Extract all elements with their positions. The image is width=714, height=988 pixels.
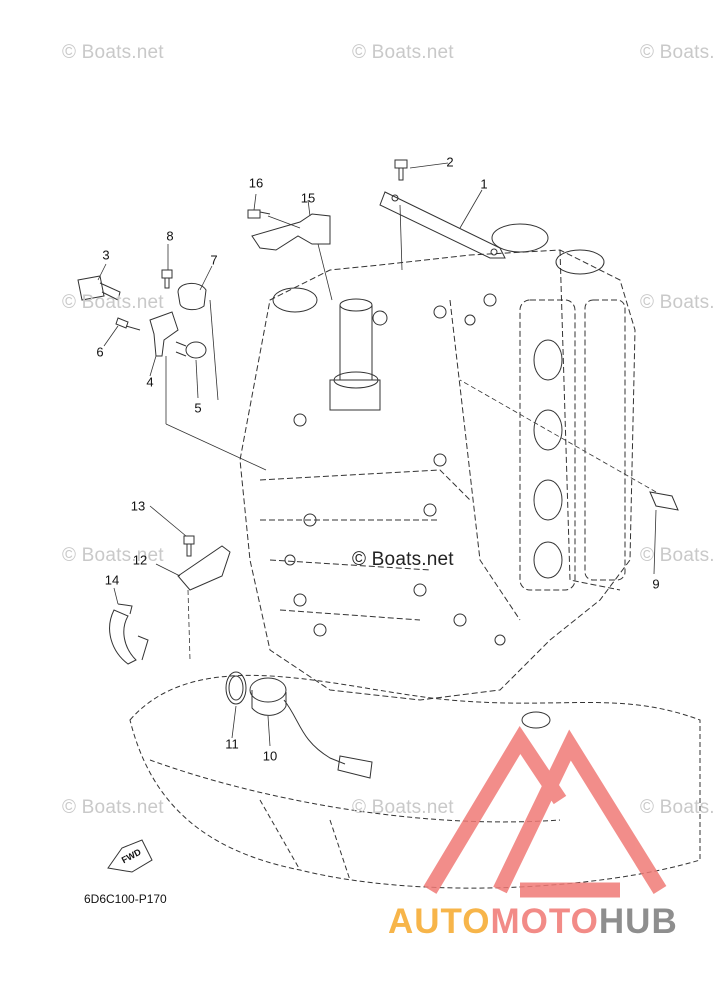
watermark: © Boats.net: [352, 797, 454, 818]
watermark: © Boats.net: [352, 42, 454, 63]
part-10-housing: [249, 677, 287, 703]
part-14-clip: [109, 609, 137, 665]
watermark: © Boats.net: [640, 42, 714, 63]
callout-10: 10: [262, 748, 278, 764]
bottom-cowling: [129, 674, 701, 889]
callout-5: 5: [194, 400, 202, 416]
callout-12: 12: [132, 552, 148, 568]
part-8-bolt: [161, 269, 173, 289]
fwd-arrow: [107, 839, 153, 873]
watermark: © Boats.net: [62, 545, 164, 566]
watermark-center: © Boats.net: [352, 549, 454, 570]
watermark: © Boats.net: [62, 797, 164, 818]
part-16-bolt: [247, 209, 271, 219]
diagram-code: 6D6C100-P170: [84, 892, 167, 906]
callout-15: 15: [300, 190, 316, 206]
callout-14: 14: [104, 572, 120, 588]
part-6-bolt: [115, 317, 141, 331]
automotohub-logo-mark: [423, 725, 667, 898]
part-13-bolt: [183, 535, 195, 557]
brand-auto: AUTO: [388, 902, 491, 941]
callout-11: 11: [225, 736, 239, 752]
callout-3: 3: [102, 247, 110, 263]
callout-16: 16: [248, 175, 264, 191]
part-12-holder: [177, 545, 231, 591]
brand-moto: MOTO: [490, 902, 599, 941]
part-3-sensor: [77, 275, 121, 301]
callout-7: 7: [210, 252, 218, 268]
watermark: © Boats.net: [640, 545, 714, 566]
part-4-bracket: [149, 311, 179, 357]
automotohub-logo: AUTOMOTOHUB: [388, 902, 678, 942]
watermark: © Boats.net: [62, 42, 164, 63]
part-5-grommet: [185, 341, 207, 359]
callout-1: 1: [480, 176, 488, 192]
callout-2: 2: [446, 154, 454, 170]
brand-hub: HUB: [598, 902, 678, 941]
callout-4: 4: [146, 374, 154, 390]
callout-13: 13: [130, 498, 146, 514]
callout-8: 8: [166, 228, 174, 244]
engine-block: [239, 249, 636, 701]
part-9-sensor: [649, 491, 679, 511]
part-2-bolt: [394, 159, 408, 181]
part-15-bracket: [251, 213, 331, 251]
part-1-bracket: [379, 191, 506, 259]
watermark: © Boats.net: [640, 797, 714, 818]
part-7-clamp: [177, 283, 207, 311]
part-11-oring: [225, 671, 247, 705]
callout-9: 9: [652, 576, 660, 592]
watermark: © Boats.net: [62, 292, 164, 313]
callout-6: 6: [96, 344, 104, 360]
watermark: © Boats.net: [640, 292, 714, 313]
